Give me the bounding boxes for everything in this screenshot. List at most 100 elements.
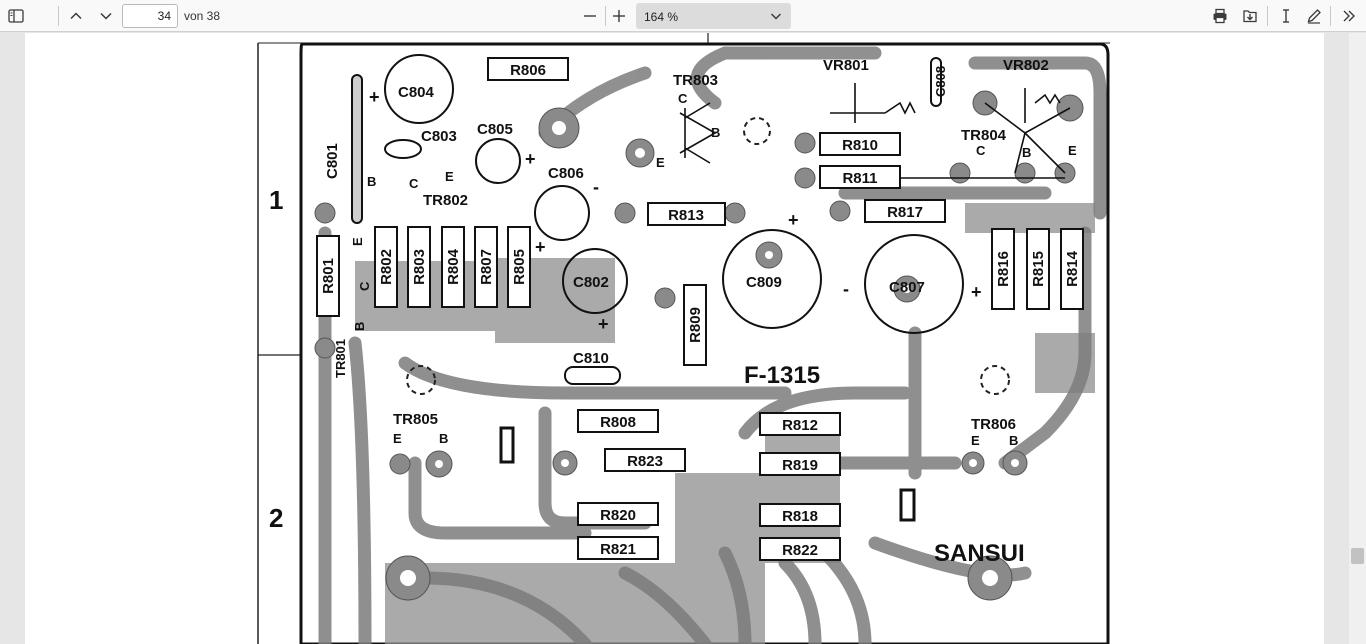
polarity-mark: -	[593, 177, 599, 197]
transistor-label: TR803	[673, 72, 718, 89]
resistor-label: R807	[478, 249, 495, 285]
pin-label: B	[1022, 145, 1031, 160]
minus-icon	[584, 15, 596, 17]
document-viewer[interactable]: 1 2	[0, 33, 1366, 644]
previous-page-button[interactable]	[64, 4, 88, 28]
save-icon	[1243, 10, 1257, 23]
pin-label: B	[711, 125, 720, 140]
toolbar-separator	[605, 6, 606, 26]
pin-label: C	[357, 281, 372, 291]
transistor-label: TR806	[971, 416, 1016, 433]
plus-icon	[613, 10, 625, 22]
pin-label: B	[1009, 433, 1018, 448]
polarity-mark: +	[971, 282, 982, 302]
trimmer-label: VR802	[1003, 57, 1049, 74]
capacitor-label: C810	[573, 350, 609, 367]
resistor-label: R818	[782, 508, 818, 525]
resistor-label: R806	[510, 62, 546, 79]
capacitor-label: C803	[421, 128, 457, 145]
polarity-mark: +	[525, 149, 536, 169]
resistor-r806-body	[487, 57, 569, 81]
page-number-input[interactable]	[122, 4, 178, 28]
capacitor-label: C805	[477, 121, 513, 138]
save-button[interactable]	[1238, 4, 1262, 28]
chevron-up-icon	[70, 12, 82, 20]
pin-label: E	[393, 431, 402, 446]
sidebar-icon	[8, 9, 24, 23]
pin-label: B	[367, 174, 376, 189]
polarity-mark: +	[369, 87, 380, 107]
polarity-mark: -	[843, 279, 849, 299]
chevron-down-icon	[100, 12, 112, 20]
page-total-label: von 38	[184, 9, 221, 23]
resistor-label: R819	[782, 457, 818, 474]
transistor-label: TR805	[393, 411, 438, 428]
resistor-label: R808	[600, 414, 636, 431]
pin-label: C	[678, 91, 688, 106]
pin-label: B	[439, 431, 448, 446]
zoom-out-button[interactable]	[578, 4, 602, 28]
sidebar-toggle-button[interactable]	[4, 4, 28, 28]
resistor-label: R802	[378, 249, 395, 285]
pdf-toolbar: von 38 164 %	[0, 0, 1366, 32]
resistor-label: R816	[995, 251, 1012, 287]
pin-label: B	[352, 322, 367, 331]
toolbar-separator	[1330, 6, 1331, 26]
resistor-label: R803	[411, 249, 428, 285]
grid-row-label: 1	[269, 185, 283, 215]
transistor-label: TR802	[423, 192, 468, 209]
resistor-label: R809	[687, 307, 704, 343]
resistor-label: R814	[1064, 250, 1081, 287]
resistor-label: R801	[320, 258, 337, 294]
zoom-select[interactable]: 164 %	[636, 3, 791, 29]
grid-row-label: 2	[269, 503, 283, 533]
resistor-label: R822	[782, 542, 818, 559]
text-cursor-icon	[1283, 9, 1289, 23]
capacitor-label: C806	[548, 165, 584, 182]
polarity-mark: +	[788, 210, 799, 230]
scrollbar-thumb[interactable]	[1351, 548, 1364, 564]
polarity-mark: +	[535, 237, 546, 257]
print-button[interactable]	[1208, 4, 1232, 28]
pin-label: C	[409, 176, 419, 191]
brand-label: SANSUI	[934, 540, 1025, 567]
capacitor-label: C804	[398, 84, 435, 101]
next-page-button[interactable]	[94, 4, 118, 28]
zoom-in-button[interactable]	[607, 4, 631, 28]
toolbar-separator	[1267, 6, 1268, 26]
resistor-label: R805	[511, 249, 528, 285]
resistor-label: R823	[627, 453, 663, 470]
pin-label: E	[445, 169, 454, 184]
pcb-layout-figure: 1 2	[257, 33, 1110, 644]
draw-button[interactable]	[1302, 4, 1326, 28]
more-tools-button[interactable]	[1337, 4, 1361, 28]
polarity-mark: +	[598, 314, 609, 334]
trimmer-label: VR801	[823, 57, 869, 74]
resistor-label: R820	[600, 507, 636, 524]
resistor-label: R817	[887, 204, 923, 221]
pin-label: E	[350, 237, 365, 246]
board-id-label: F-1315	[744, 362, 820, 389]
resistor-label: R812	[782, 417, 818, 434]
resistor-label: R813	[668, 207, 704, 224]
pin-label: E	[971, 433, 980, 448]
resistor-label: R821	[600, 541, 636, 558]
chevron-down-icon	[770, 13, 782, 20]
pin-label: E	[656, 155, 665, 170]
double-chevron-right-icon	[1343, 10, 1355, 22]
text-select-button[interactable]	[1274, 4, 1298, 28]
pin-label: C	[976, 143, 986, 158]
capacitor-label: C801	[324, 143, 341, 179]
vertical-scrollbar[interactable]	[1349, 33, 1366, 644]
print-icon	[1213, 8, 1227, 24]
capacitor-label: C802	[573, 274, 609, 291]
capacitor-label: C809	[746, 274, 782, 291]
capacitor-label: C808	[933, 66, 948, 97]
toolbar-separator	[58, 6, 59, 26]
resistor-label: R811	[842, 170, 877, 187]
zoom-level-label: 164 %	[644, 10, 679, 24]
pin-label: E	[1068, 143, 1077, 158]
pdf-page: 1 2	[25, 33, 1324, 644]
transistor-label: TR801	[333, 339, 348, 378]
capacitor-label: C807	[889, 279, 925, 296]
